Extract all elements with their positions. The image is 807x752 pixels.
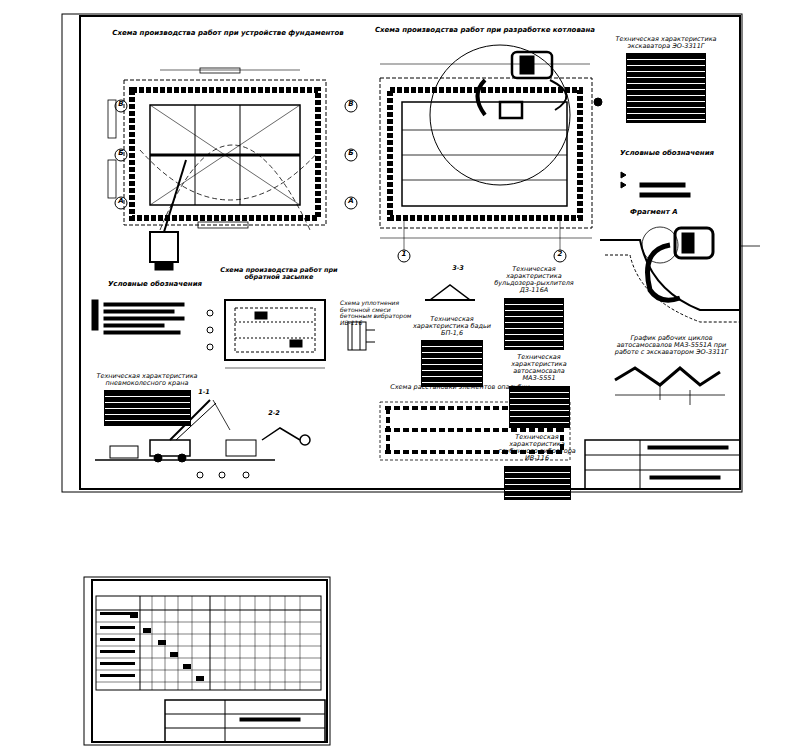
spec-table: Техническая характеристика экскаватора Э… [612, 36, 720, 123]
spec-table: Техническая характеристика бульдозера-ры… [494, 266, 574, 350]
table-body [504, 466, 571, 500]
spec-table: Техническая характеристика бадьи БП-1,6 [410, 316, 494, 387]
spec-table: Техническая характеристика глубинного ви… [492, 434, 582, 500]
axis-letter: В [116, 101, 126, 109]
table-heading: Техническая характеристика бульдозера-ры… [494, 266, 574, 295]
legend-heading: Условные обозначения [95, 281, 215, 289]
axis-letter: А [346, 198, 356, 206]
scheme-title: Схема уплотнения бетонной смеси бетонным… [340, 300, 424, 326]
table-body [421, 340, 483, 387]
axis-number: 2 [555, 251, 565, 259]
legend-heading: Условные обозначения [612, 150, 722, 158]
table-heading: Техническая характеристика экскаватора Э… [612, 36, 720, 50]
table-body [509, 386, 570, 428]
section-mark: 2-2 [262, 410, 286, 417]
scheme-title: Схема расстановки элементов опалубки [370, 384, 550, 391]
table-heading: Техническая характеристика глубинного ви… [492, 434, 582, 463]
spec-table: Техническая характеристика пневмоколесно… [88, 373, 206, 426]
table-body [104, 390, 191, 426]
table-heading: Техническая характеристика автосамосвала… [498, 354, 580, 383]
table-body [626, 53, 706, 123]
axis-letter: Б [116, 150, 126, 158]
axis-letter: А [116, 198, 126, 206]
graph-title: График рабочих циклов автосамосвалов МАЗ… [604, 335, 739, 356]
table-heading: Техническая характеристика пневмоколесно… [88, 373, 206, 387]
table-body [504, 298, 564, 350]
scheme-title: Схема производства работ при разработке … [370, 27, 600, 35]
table-heading: Техническая характеристика бадьи БП-1,6 [410, 316, 494, 337]
scheme-title: Схема производства работ при устройстве … [108, 30, 348, 38]
axis-letter: Б [346, 150, 356, 158]
scheme-title: Схема производства работ при обратной за… [214, 267, 344, 281]
axis-letter: В [346, 101, 356, 109]
section-mark: 3-3 [446, 265, 470, 272]
axis-number: 1 [399, 251, 409, 259]
fragment-title: Фрагмент А [630, 209, 690, 217]
section-mark: 1-1 [192, 389, 216, 396]
